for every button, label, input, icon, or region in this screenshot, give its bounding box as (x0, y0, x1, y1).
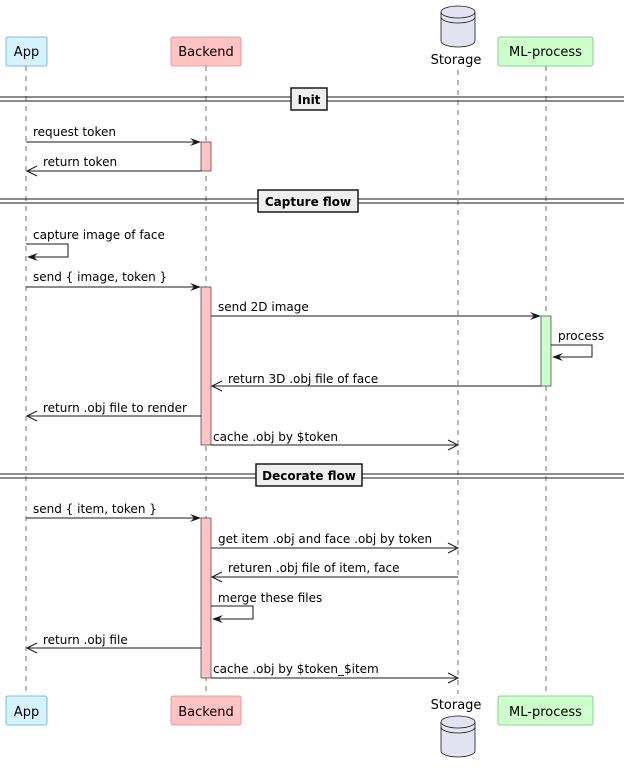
participant-backend-label: Backend (178, 705, 234, 720)
message-return-3d-obj: return 3D .obj file of face (210, 372, 541, 392)
message-label: return 3D .obj file of face (228, 372, 378, 386)
message-label: cache .obj by $token_$item (213, 662, 379, 676)
participant-app-bottom: App (5, 695, 48, 726)
message-label: get item .obj and face .obj by token (218, 532, 432, 546)
participant-backend-label: Backend (178, 45, 234, 60)
group-capture-flow: Capture flow (0, 189, 624, 213)
message-label: send { image, token } (33, 270, 167, 284)
participant-ml-top: ML-process (497, 36, 594, 67)
backend-activation-2 (200, 286, 212, 446)
participant-app-top: App (5, 36, 48, 67)
message-label: merge these files (218, 591, 322, 605)
group-capture-label: Capture flow (265, 195, 351, 209)
message-label: send { item, token } (33, 502, 157, 516)
message-label: process (558, 329, 604, 343)
participant-ml-bottom: ML-process (497, 695, 594, 726)
group-init-label: Init (298, 93, 321, 107)
message-label: return .obj file (43, 633, 128, 647)
message-returen-obj: returen .obj file of item, face (210, 561, 458, 583)
message-process: process (551, 329, 604, 361)
group-decorate-label: Decorate flow (262, 469, 356, 483)
participant-app-label: App (14, 705, 39, 720)
message-label: return token (43, 155, 117, 169)
message-send-image-token: send { image, token } (26, 270, 201, 291)
message-request-token: request token (26, 125, 201, 146)
message-merge-files: merge these files (211, 591, 322, 623)
backend-activation-3 (200, 517, 212, 679)
message-return-obj-file: return .obj file (25, 633, 201, 654)
message-label: request token (33, 125, 116, 139)
message-cache-obj-token-item: cache .obj by $token_$item (211, 662, 460, 684)
message-send-2d-image: send 2D image (211, 300, 541, 320)
participant-storage-bottom: Storage (431, 698, 482, 758)
participant-storage-label: Storage (431, 53, 482, 68)
participant-backend-top: Backend (170, 36, 242, 67)
message-capture-image: capture image of face (26, 228, 165, 261)
participant-ml-label: ML-process (509, 45, 582, 60)
message-label: return .obj file to render (43, 401, 187, 415)
message-cache-obj-token: cache .obj by $token (211, 430, 460, 451)
participant-app-label: App (14, 45, 39, 60)
message-get-item-face: get item .obj and face .obj by token (211, 532, 460, 554)
message-label: capture image of face (33, 228, 165, 242)
message-send-item-token: send { item, token } (26, 502, 201, 522)
group-init: Init (0, 87, 624, 111)
participant-backend-bottom: Backend (170, 695, 242, 726)
message-label: returen .obj file of item, face (228, 561, 400, 575)
message-return-token: return token (25, 155, 201, 177)
participant-storage-label: Storage (431, 698, 482, 713)
message-label: cache .obj by $token (213, 430, 338, 444)
participant-storage-top: Storage (431, 5, 482, 68)
message-label: send 2D image (218, 300, 309, 314)
backend-activation-1 (200, 141, 212, 172)
group-decorate-flow: Decorate flow (0, 463, 624, 487)
participant-ml-label: ML-process (509, 705, 582, 720)
message-return-obj-render: return .obj file to render (25, 401, 201, 422)
ml-activation (540, 315, 552, 387)
